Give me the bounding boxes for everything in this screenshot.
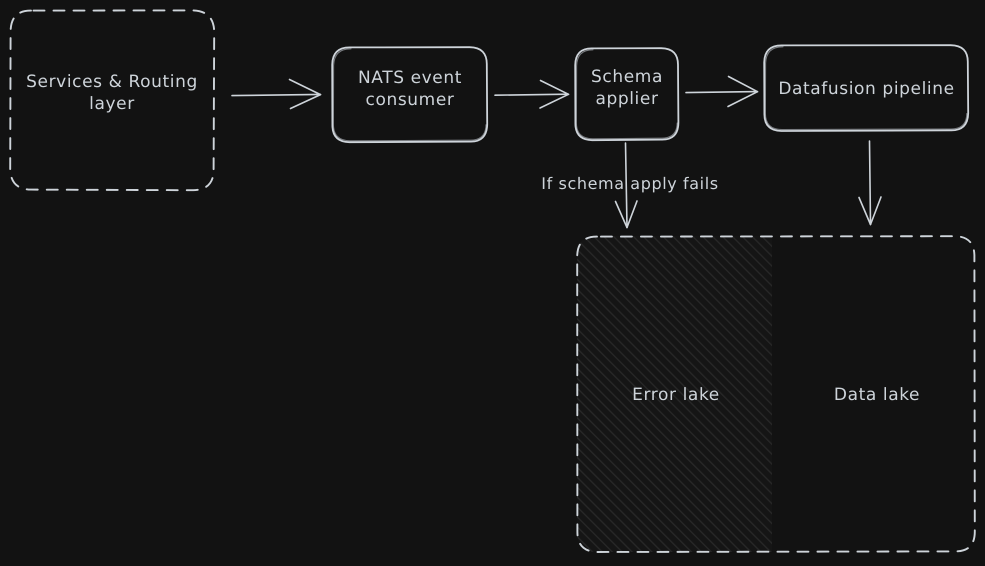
arrow-schema-to-error-lake (614, 142, 638, 229)
error-lake-hatch-fill (577, 236, 772, 552)
nats-event-consumer-box[interactable] (331, 46, 489, 144)
schema-applier-box[interactable] (574, 47, 680, 142)
arrow-nats-to-schema (494, 79, 570, 109)
arrow-services-to-nats (231, 78, 322, 110)
services-routing-layer-box[interactable] (9, 9, 216, 192)
arrow-datafusion-to-data-lake (858, 140, 882, 226)
lake-container-box[interactable] (576, 235, 976, 553)
datafusion-pipeline-box[interactable] (763, 44, 970, 132)
arrow-schema-to-datafusion (685, 75, 759, 108)
